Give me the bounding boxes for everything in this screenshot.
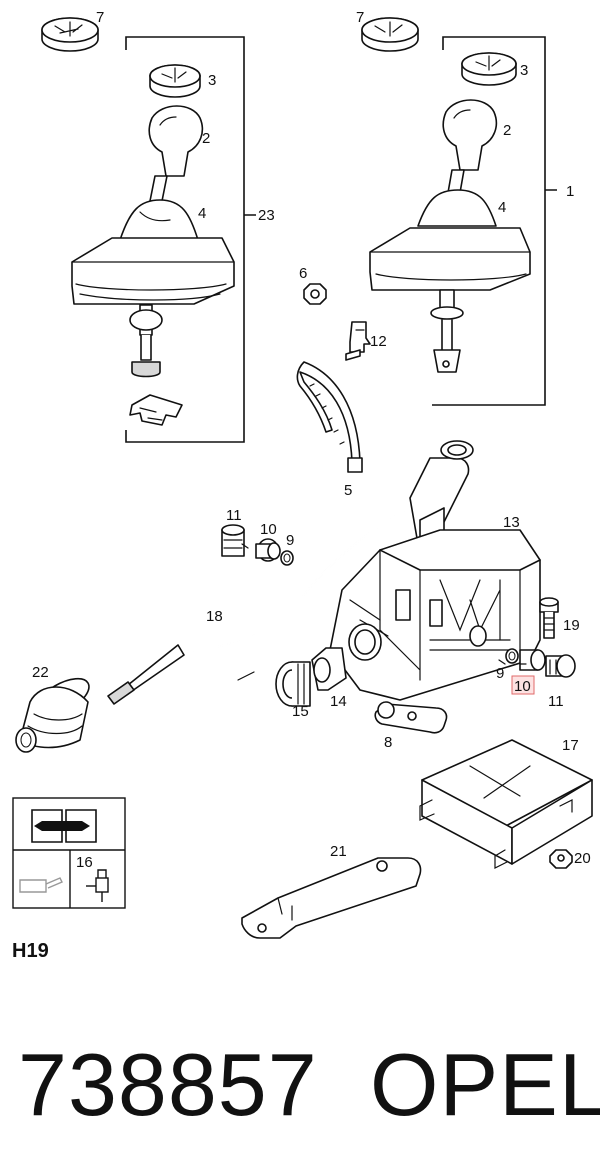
callout-7-right: 7 xyxy=(356,9,364,26)
knob-2-right xyxy=(442,99,498,171)
callout-11-right: 11 xyxy=(548,693,564,710)
callout-13: 13 xyxy=(503,514,520,531)
knob-2-left xyxy=(148,105,204,177)
housing-13 xyxy=(329,529,541,701)
left-assembly xyxy=(41,17,256,443)
boot-22 xyxy=(15,677,90,753)
leader-lines xyxy=(237,543,527,681)
bracket-23 xyxy=(125,36,256,443)
callout-11-left: 11 xyxy=(226,507,242,524)
adapter-14 xyxy=(311,647,347,691)
connector-16-icon xyxy=(86,869,109,902)
callout-15: 15 xyxy=(292,703,309,720)
boot-4-left xyxy=(71,199,235,305)
bracket-1 xyxy=(432,36,557,406)
nut-20 xyxy=(549,849,573,869)
exploded-parts-diagram: 7 7 3 3 2 2 4 4 23 1 6 12 5 13 11 10 9 1… xyxy=(12,9,593,939)
callout-18: 18 xyxy=(206,608,223,625)
sleeve-10-right xyxy=(519,649,546,671)
callout-7-left: 7 xyxy=(96,9,104,26)
ring-9-right xyxy=(505,648,519,664)
callout-17: 17 xyxy=(562,737,579,754)
callout-21: 21 xyxy=(330,843,347,860)
callout-3-left: 3 xyxy=(208,72,216,89)
callout-4-left: 4 xyxy=(198,205,206,222)
callout-22: 22 xyxy=(32,664,49,681)
bushing-11-right xyxy=(545,654,576,678)
callout-20: 20 xyxy=(574,850,591,867)
callout-19: 19 xyxy=(563,617,580,634)
section-code: H19 xyxy=(12,940,49,962)
clip-12 xyxy=(345,321,371,361)
callout-4-right: 4 xyxy=(498,199,506,216)
part-number: 738857 xyxy=(18,1035,318,1134)
cap-7-right xyxy=(361,17,419,52)
callout-8: 8 xyxy=(384,734,392,751)
callouts: 7 7 3 3 2 2 4 4 23 1 6 12 5 13 11 10 9 1… xyxy=(32,9,591,871)
link-8 xyxy=(374,701,448,734)
callout-1: 1 xyxy=(566,183,574,200)
brand-name: OPEL xyxy=(370,1035,600,1134)
cap-3-right xyxy=(461,52,517,86)
callout-14: 14 xyxy=(330,693,347,710)
control-unit-17 xyxy=(419,739,593,869)
callout-12: 12 xyxy=(370,333,387,350)
cap-7-left xyxy=(41,17,99,52)
right-assembly xyxy=(361,17,557,406)
sleeve-10-left xyxy=(255,538,281,562)
oil-can-icon xyxy=(19,877,63,893)
callout-2-right: 2 xyxy=(503,122,511,139)
callout-10-right: 10 xyxy=(514,678,531,695)
callout-2-left: 2 xyxy=(202,130,210,147)
bolt-19 xyxy=(539,597,559,639)
callout-10-left: 10 xyxy=(260,521,277,538)
callout-16: 16 xyxy=(76,854,93,871)
service-icon-table xyxy=(12,797,126,909)
callout-9-right: 9 xyxy=(496,665,504,682)
bracket-21 xyxy=(241,857,422,939)
cable-tie-5 xyxy=(296,361,363,473)
callout-5: 5 xyxy=(344,482,352,499)
clip-left xyxy=(129,394,183,426)
bushing-11-left xyxy=(221,524,245,557)
boot-4-right xyxy=(369,189,531,291)
manual-book-icon xyxy=(31,809,97,843)
highlight-10 xyxy=(511,675,535,695)
callout-9-left: 9 xyxy=(286,532,294,549)
callout-23: 23 xyxy=(258,207,275,224)
part-caption: 738857 OPEL xyxy=(18,1020,600,1150)
nut-6 xyxy=(303,283,327,305)
grommet-15 xyxy=(275,661,311,707)
cap-3-left xyxy=(149,64,201,98)
callout-6: 6 xyxy=(299,265,307,282)
callout-3-right: 3 xyxy=(520,62,528,79)
ring-9-left xyxy=(280,550,294,566)
